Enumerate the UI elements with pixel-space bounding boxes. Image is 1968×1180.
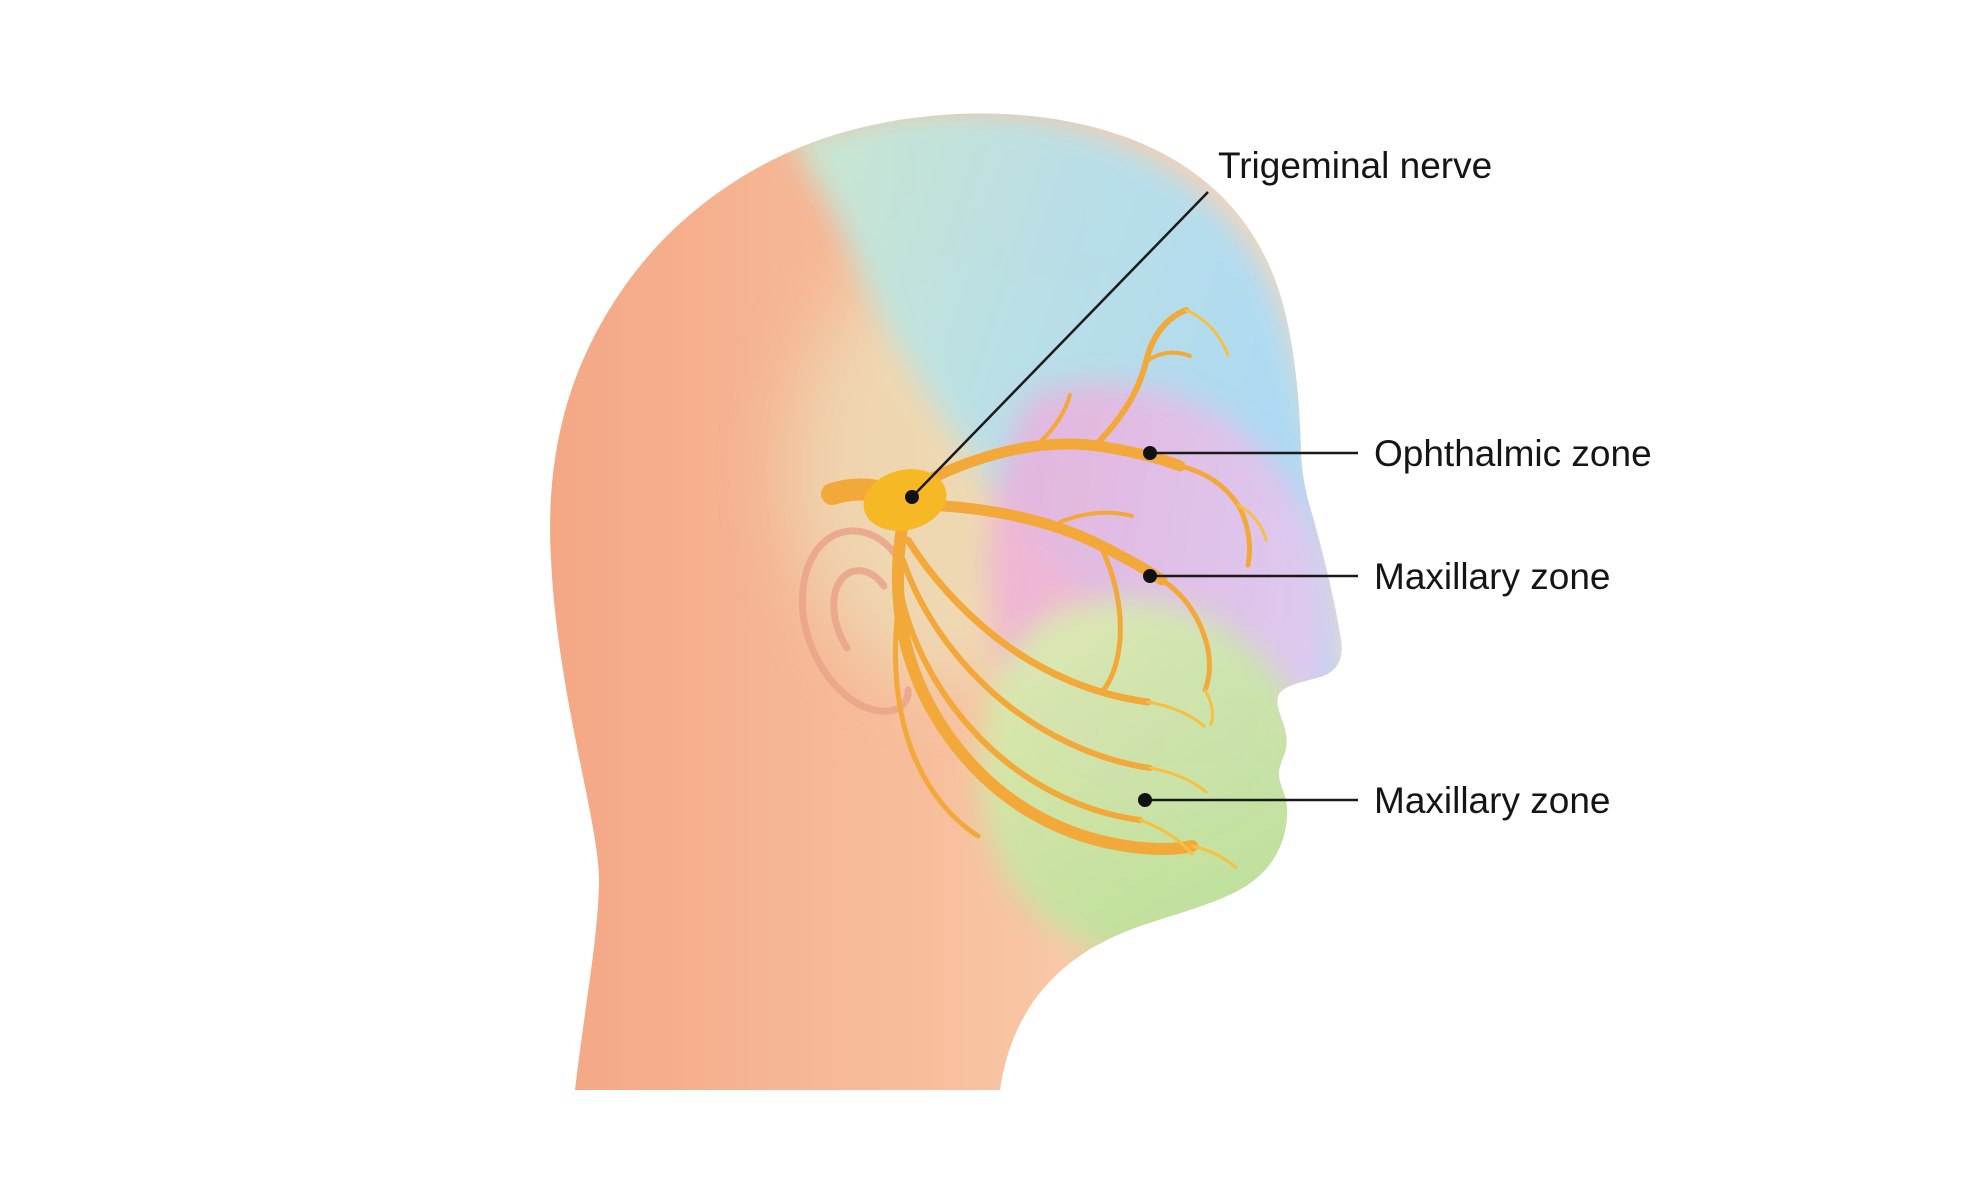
leader-dot-maxillary-zone [1143,569,1157,583]
mandibular-zone-shade [979,599,1318,960]
label-mandibular-zone: Maxillary zone [1374,780,1610,821]
ear-inner-curve [830,567,888,652]
leader-dot-trigeminal-nerve [905,490,919,504]
maxillary-branch [922,499,1214,726]
labels: Trigeminal nerve Ophthalmic zone Maxilla… [1218,145,1652,821]
leader-dot-mandibular-zone [1138,793,1152,807]
label-trigeminal-nerve: Trigeminal nerve [1218,145,1492,186]
leader-line-trigeminal-nerve [911,191,1209,498]
ophthalmic-branch [922,307,1268,568]
leader-dots [905,446,1157,807]
label-maxillary-zone: Maxillary zone [1374,556,1610,597]
inner-head-layers [790,113,1342,960]
trigeminal-nerve-branches [821,307,1268,870]
label-ophthalmic-zone: Ophthalmic zone [1374,433,1652,474]
ear-outer-curve [798,527,912,715]
mandibular-branch [891,522,1238,870]
leader-lines [911,191,1358,802]
leader-dot-ophthalmic-zone [1143,446,1157,460]
ear-outline [798,527,912,715]
